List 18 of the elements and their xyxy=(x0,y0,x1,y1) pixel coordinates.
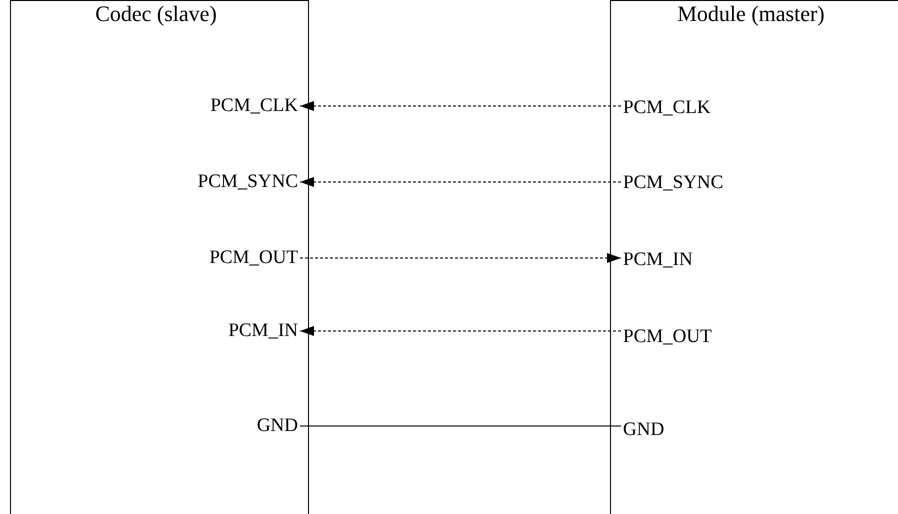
pin-label: PCM_OUT xyxy=(623,326,712,348)
device-title: Codec (slave) xyxy=(94,1,218,27)
arrow xyxy=(300,177,622,187)
arrow xyxy=(300,326,622,336)
device-box xyxy=(10,0,309,514)
pin-label: PCM_CLK xyxy=(210,95,298,117)
pin-label: PCM_CLK xyxy=(623,97,711,119)
pin-label: PCM_IN xyxy=(623,249,693,271)
pin-label: PCM_IN xyxy=(228,320,298,342)
pin-label: PCM_SYNC xyxy=(198,171,298,193)
pin-label: PCM_OUT xyxy=(209,247,298,269)
device-box xyxy=(610,0,898,514)
device-title: Module (master) xyxy=(676,1,826,27)
arrow xyxy=(300,253,622,263)
arrow xyxy=(300,101,622,111)
pin-label: PCM_SYNC xyxy=(623,172,724,194)
pin-label: GND xyxy=(256,415,298,437)
pin-label: GND xyxy=(623,419,664,441)
